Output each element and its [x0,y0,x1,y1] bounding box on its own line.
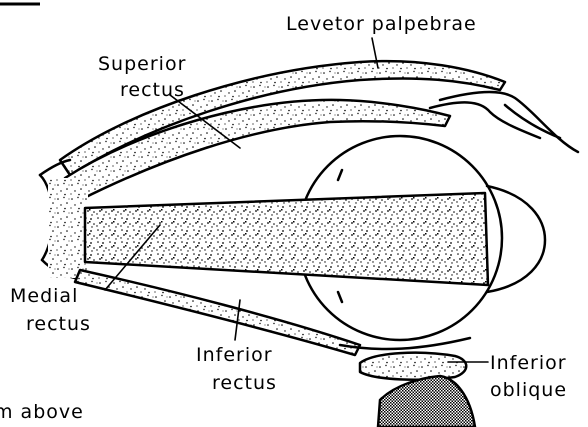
label-oblique-1: Inferior [490,352,567,374]
label-medial-2: rectus [26,313,91,335]
label-superior-2: rectus [120,79,185,101]
medial-rectus-muscle [85,193,488,285]
inferior-oblique-muscle [360,353,466,380]
upper-eyelid [440,92,578,152]
label-superior-1: Superior [98,53,186,75]
label-inferior-1: Inferior [196,344,273,366]
label-medial-1: Medial [10,285,78,307]
caption-fragment: m above [0,401,84,423]
label-levator: Levetor palpebrae [286,13,477,35]
maxilla-bone [378,376,475,427]
label-oblique-2: oblique [490,379,567,401]
apex-tissue [48,178,88,278]
label-inferior-2: rectus [212,372,277,394]
